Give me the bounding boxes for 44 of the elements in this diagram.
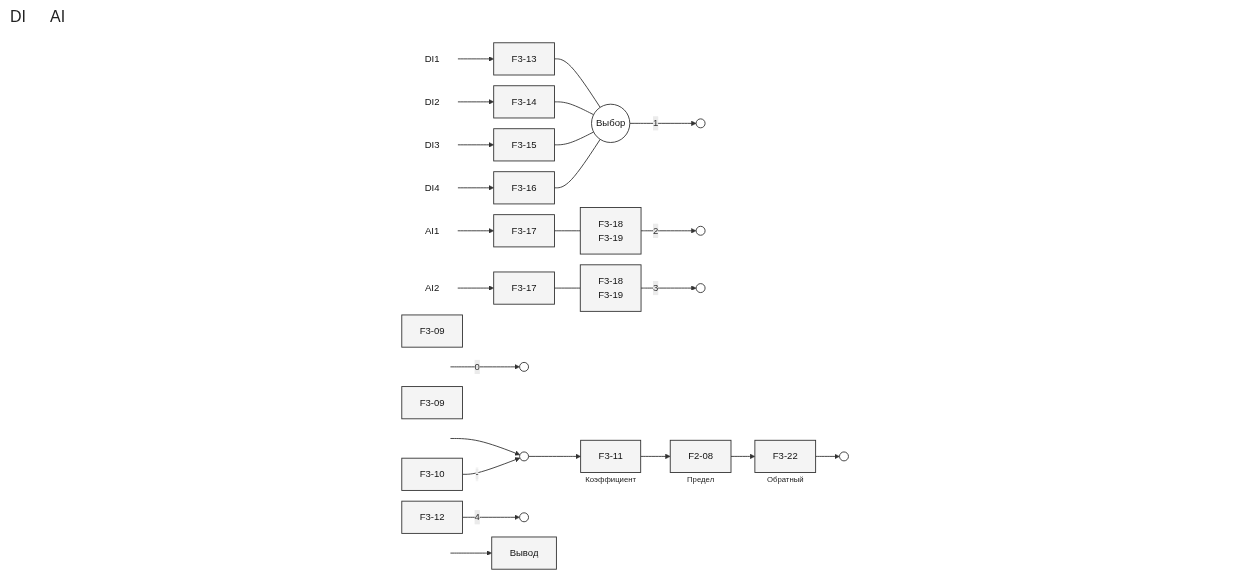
edge-label: 4 (474, 511, 480, 523)
connector (553, 58, 601, 108)
node-box: F3-18 F3-19 (579, 207, 642, 255)
node-box: F3-09 (401, 314, 463, 348)
node-box: F3-13 (493, 42, 555, 76)
node-circle (838, 451, 849, 462)
node-circle (519, 512, 529, 523)
connector (553, 138, 601, 189)
node-box: F3-11 (580, 439, 642, 473)
node-box: F3-17 (493, 214, 555, 248)
node-box: F3-15 (493, 128, 555, 162)
connector (553, 287, 581, 289)
connector (553, 131, 594, 146)
node-circle (695, 118, 706, 129)
node-box: Вывод (491, 536, 557, 570)
edge-label: 2 (652, 225, 659, 236)
node-box: F3-18 F3-19 (579, 264, 642, 312)
node-box: F3-10 (401, 457, 463, 491)
node-box: F2-08 (669, 439, 732, 473)
node-text: DI4 (424, 182, 440, 193)
node-circle (695, 283, 706, 293)
edge-label: 1 (652, 117, 659, 129)
node-box: F3-17 (493, 271, 555, 305)
edge-label: - (475, 468, 479, 480)
edge-label: 3 (652, 282, 659, 293)
group-label: DI (10, 8, 26, 26)
node-box: F3-14 (493, 85, 555, 119)
node-circle (695, 225, 706, 236)
node-box: F3-22 (754, 439, 816, 473)
node-text: DI2 (424, 96, 440, 107)
node-box: F3-09 (401, 386, 463, 420)
group-label: AI (50, 8, 66, 26)
node-circle (519, 451, 529, 462)
connector (553, 230, 581, 232)
node-box: F3-16 (493, 171, 555, 205)
node-text: DI3 (424, 139, 440, 150)
node-circle: Выбор (590, 103, 631, 143)
node-text: AI1 (424, 225, 440, 236)
connector (553, 101, 594, 116)
node-text: AI2 (424, 282, 440, 293)
node-circle (519, 361, 529, 372)
edge-label: 0 (474, 361, 480, 372)
node-box: F3-12 (401, 500, 463, 534)
node-text: DI1 (424, 53, 440, 64)
